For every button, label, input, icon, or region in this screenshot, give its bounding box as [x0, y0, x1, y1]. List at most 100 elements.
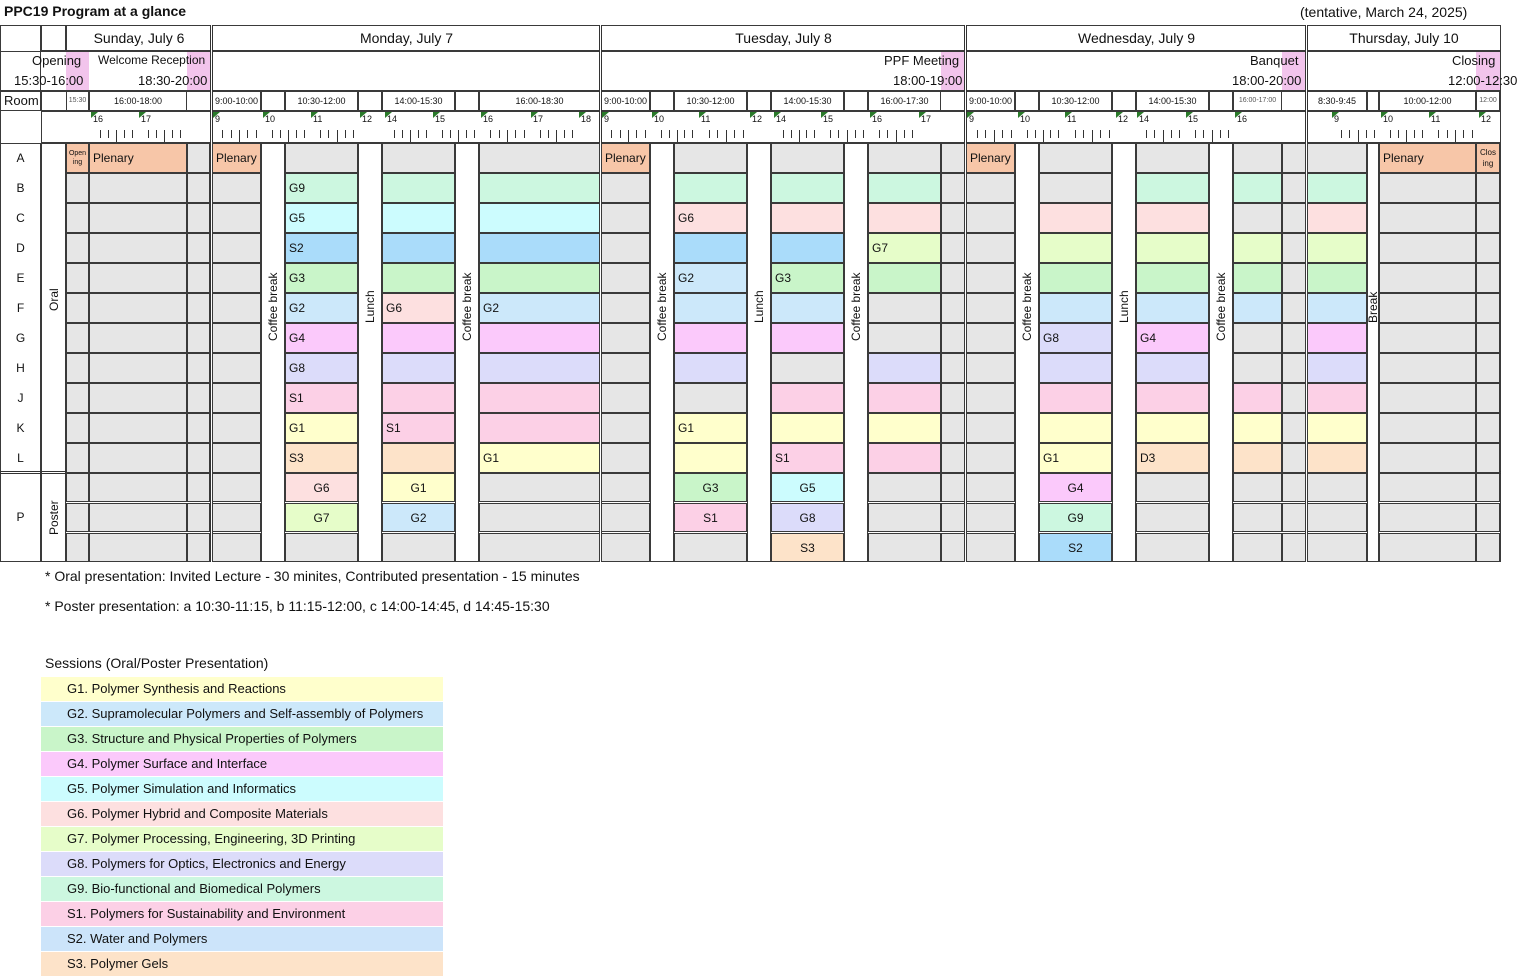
- cell-2-4: [187, 263, 210, 293]
- time-slot-15: 10:00-12:00: [1379, 91, 1476, 111]
- cell-24-12: [1233, 503, 1282, 532]
- tue-1600-9: [868, 443, 941, 473]
- tick-label-0: 16: [93, 114, 104, 124]
- slot-gap-6: [358, 91, 382, 111]
- time-slot-10: 9:00-10:00: [966, 91, 1015, 111]
- cell-10-1: [601, 173, 650, 203]
- break-col-11: [650, 143, 674, 562]
- room-col: [0, 143, 41, 562]
- cell-10-12: [601, 503, 650, 532]
- tue-1400-7: [771, 383, 844, 413]
- mon-1400-1: [382, 203, 455, 233]
- cell-1-6: [89, 323, 187, 353]
- session-10: S2. Water and Polymers: [41, 927, 443, 952]
- cell-25-4: [1282, 263, 1306, 293]
- session-7: G8. Polymers for Optics, Electronics and…: [41, 852, 443, 877]
- cell-17-6: [941, 323, 965, 353]
- cell-1-5: [89, 293, 187, 323]
- cell-25-7: [1282, 353, 1306, 383]
- cell-24-2: [1233, 203, 1282, 233]
- tue-1600-3: [868, 263, 941, 293]
- tick-mark-55: [708, 130, 710, 138]
- mon-1400-9: [382, 443, 455, 473]
- cell-22-12: [1136, 503, 1209, 532]
- tick-mark-72: [895, 130, 897, 142]
- cell-18-8: [966, 383, 1015, 413]
- tue-1030-1: G6: [674, 203, 747, 233]
- room-label: Room: [0, 91, 41, 111]
- event-band-0: [66, 52, 89, 90]
- cell-10-10: [601, 443, 650, 473]
- day-header-2: Tuesday, July 8: [601, 25, 966, 51]
- tick-mark-83: [1050, 130, 1052, 138]
- cell-16-6: [868, 323, 941, 353]
- tick-mark-104: [1373, 130, 1375, 138]
- cell-17-3: [941, 233, 965, 263]
- tick-mark-9: [180, 130, 181, 138]
- cell-7-13: [382, 533, 455, 562]
- tick-mark-93: [1170, 130, 1172, 138]
- cell-3-13: [212, 533, 261, 562]
- tick-mark-25: [394, 130, 395, 138]
- tick-mark-13: [247, 130, 249, 138]
- poster-tue-g5: G5: [771, 473, 844, 502]
- plenary-wed: Plenary: [966, 143, 1015, 173]
- tick-flag-14: [750, 112, 757, 118]
- time-slot-8: 14:00-15:30: [771, 91, 844, 111]
- mon-1400-4: G6: [382, 293, 455, 323]
- break-col-8: [455, 143, 479, 562]
- break-label-21: Lunch: [1117, 290, 1131, 324]
- cell-22-0: [1136, 143, 1209, 173]
- cell-25-6: [1282, 323, 1306, 353]
- room-B: B: [16, 181, 25, 195]
- break-label-4: Coffee break: [266, 272, 280, 342]
- thu-830-6: [1307, 353, 1367, 383]
- mon-1030-G9: G9: [285, 173, 358, 203]
- day-header-1: Monday, July 7: [212, 25, 601, 51]
- room-J: J: [17, 391, 24, 405]
- cell-29-13: [1476, 533, 1500, 562]
- mon-1600-7: [479, 383, 600, 413]
- tick-label-7: 15: [435, 114, 446, 124]
- tick-mark-76: [985, 130, 986, 138]
- tick-mark-27: [410, 130, 411, 142]
- room-P: P: [16, 510, 25, 524]
- tick-flag-1: [139, 112, 146, 118]
- thu-830-8: [1307, 413, 1367, 443]
- tue-1030-0: [674, 173, 747, 203]
- tick-mark-44: [572, 130, 573, 138]
- cell-17-4: [941, 263, 965, 293]
- wed-1600-8: [1233, 413, 1282, 443]
- tick-flag-7: [433, 112, 440, 118]
- tick-label-14: 12: [752, 114, 763, 124]
- cell-18-3: [966, 233, 1015, 263]
- cell-12-0: [674, 143, 747, 173]
- break-label-27: Break: [1366, 291, 1380, 323]
- room-E: E: [16, 271, 25, 285]
- tick-mark-28: [418, 130, 419, 138]
- cell-10-13: [601, 533, 650, 562]
- tick-mark-14: [255, 130, 257, 138]
- cell-2-13: [187, 533, 210, 562]
- cell-10-9: [601, 413, 650, 443]
- break-col-23: [1209, 143, 1233, 562]
- tick-mark-73: [903, 130, 905, 138]
- cell-18-9: [966, 413, 1015, 443]
- slot-gap-21: [1112, 91, 1136, 111]
- tick-flag-20: [1018, 112, 1025, 118]
- mon-1030-G3: G3: [285, 263, 358, 293]
- cell-1-3: [89, 233, 187, 263]
- cell-17-12: [941, 503, 965, 532]
- cell-24-6: [1233, 323, 1282, 353]
- cell-3-5: [212, 293, 261, 323]
- cell-28-7: [1379, 353, 1476, 383]
- closing-small: Clos ing: [1476, 143, 1500, 173]
- tick-mark-88: [1100, 130, 1101, 138]
- slot-gap-23: [1209, 91, 1233, 111]
- thu-830-4: [1307, 293, 1367, 323]
- break-label-15: Coffee break: [849, 272, 863, 342]
- tick-flag-28: [1429, 112, 1436, 118]
- tick-flag-12: [652, 112, 659, 118]
- tick-mark-82: [1042, 130, 1044, 142]
